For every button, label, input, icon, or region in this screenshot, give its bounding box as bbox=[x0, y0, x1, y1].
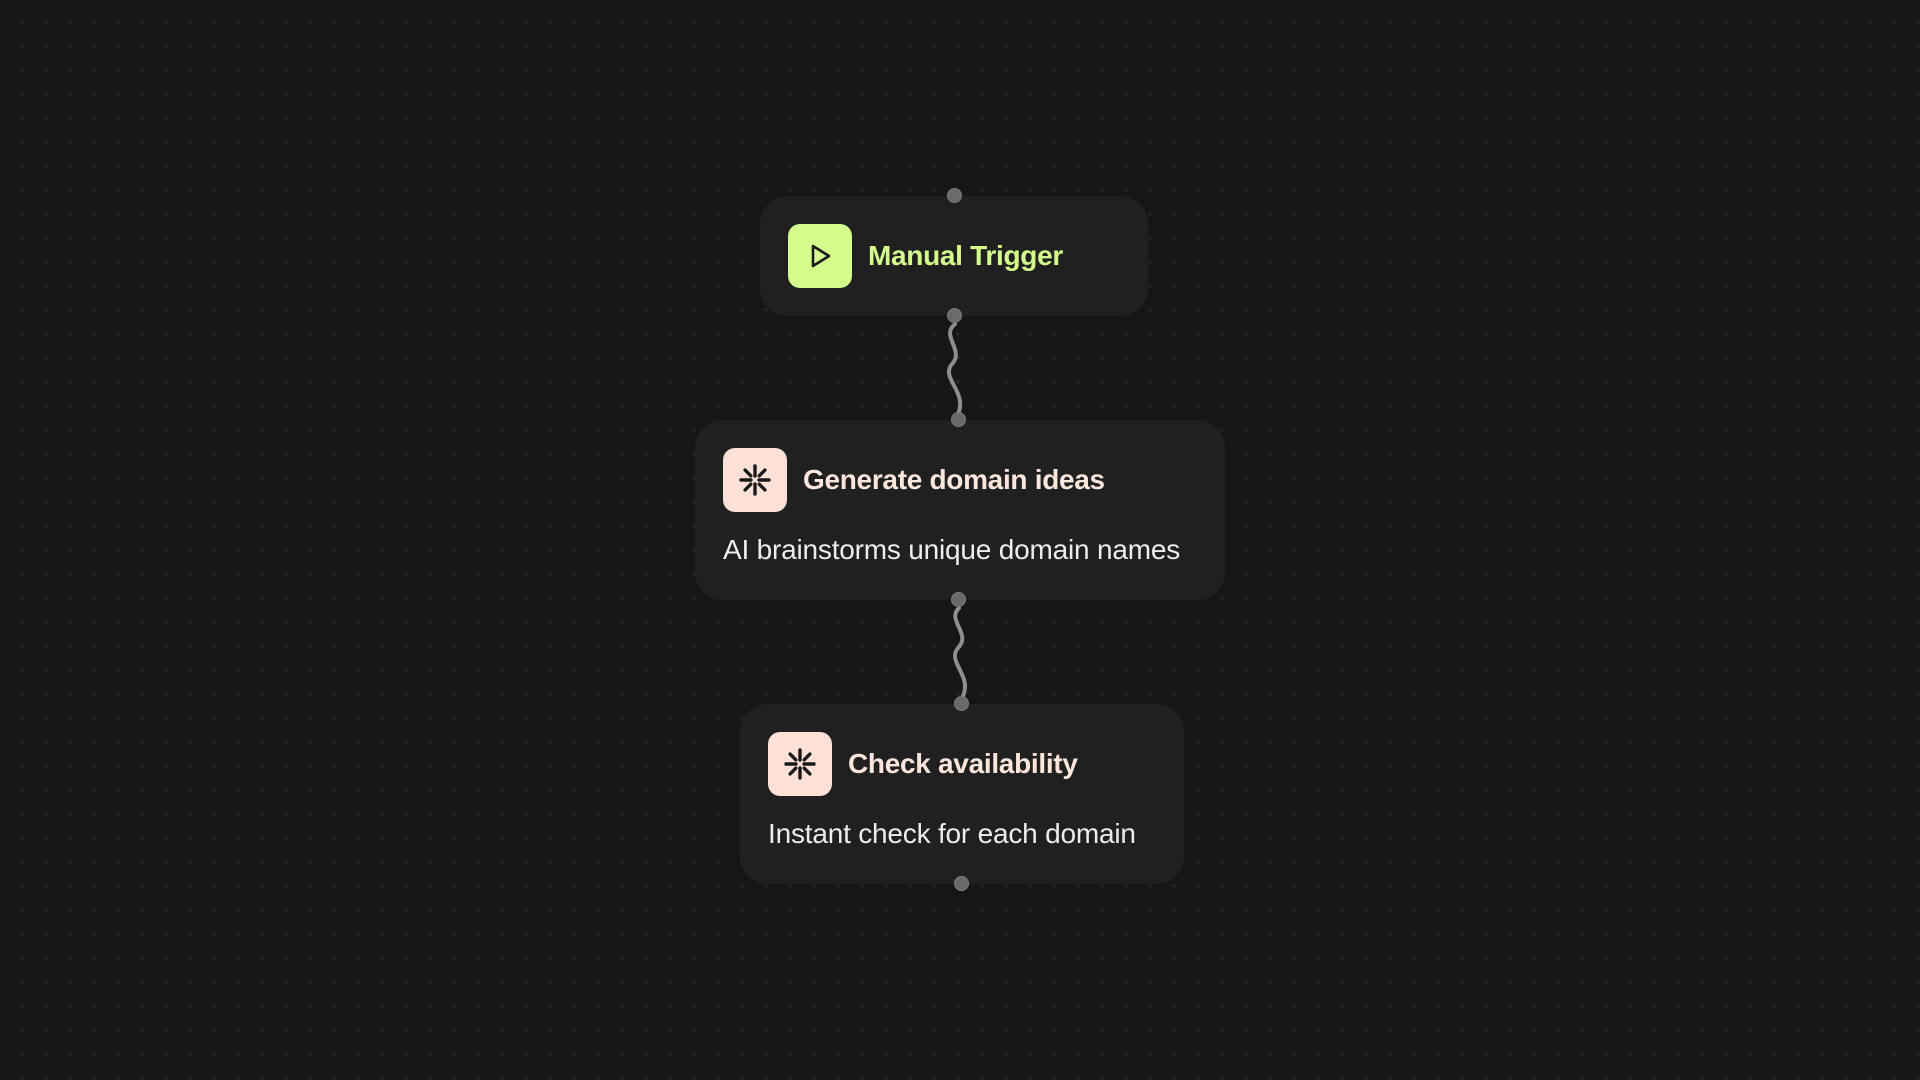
node-check-availability[interactable]: Check availability Instant check for eac… bbox=[740, 704, 1184, 884]
connector-trigger-to-generate[interactable] bbox=[947, 322, 963, 416]
node-description: AI brainstorms unique domain names bbox=[723, 534, 1180, 565]
port-check-output[interactable] bbox=[954, 876, 969, 891]
port-trigger-output[interactable] bbox=[947, 308, 962, 323]
node-title: Check availability bbox=[848, 748, 1078, 779]
node-title: Generate domain ideas bbox=[803, 464, 1105, 495]
port-check-input[interactable] bbox=[954, 696, 969, 711]
node-manual-trigger[interactable]: Manual Trigger bbox=[760, 196, 1148, 316]
node-title: Manual Trigger bbox=[868, 240, 1063, 271]
asterisk-icon bbox=[768, 732, 832, 796]
port-generate-output[interactable] bbox=[951, 592, 966, 607]
asterisk-icon bbox=[723, 448, 787, 512]
port-generate-input[interactable] bbox=[951, 412, 966, 427]
connector-generate-to-check[interactable] bbox=[953, 606, 967, 700]
play-icon bbox=[788, 224, 852, 288]
node-header: Generate domain ideas bbox=[723, 448, 1197, 512]
node-description: Instant check for each domain bbox=[768, 818, 1136, 849]
node-generate-domain-ideas[interactable]: Generate domain ideas AI brainstorms uni… bbox=[695, 420, 1225, 600]
node-header: Check availability bbox=[768, 732, 1156, 796]
node-header: Manual Trigger bbox=[788, 224, 1120, 288]
port-trigger-input[interactable] bbox=[947, 188, 962, 203]
